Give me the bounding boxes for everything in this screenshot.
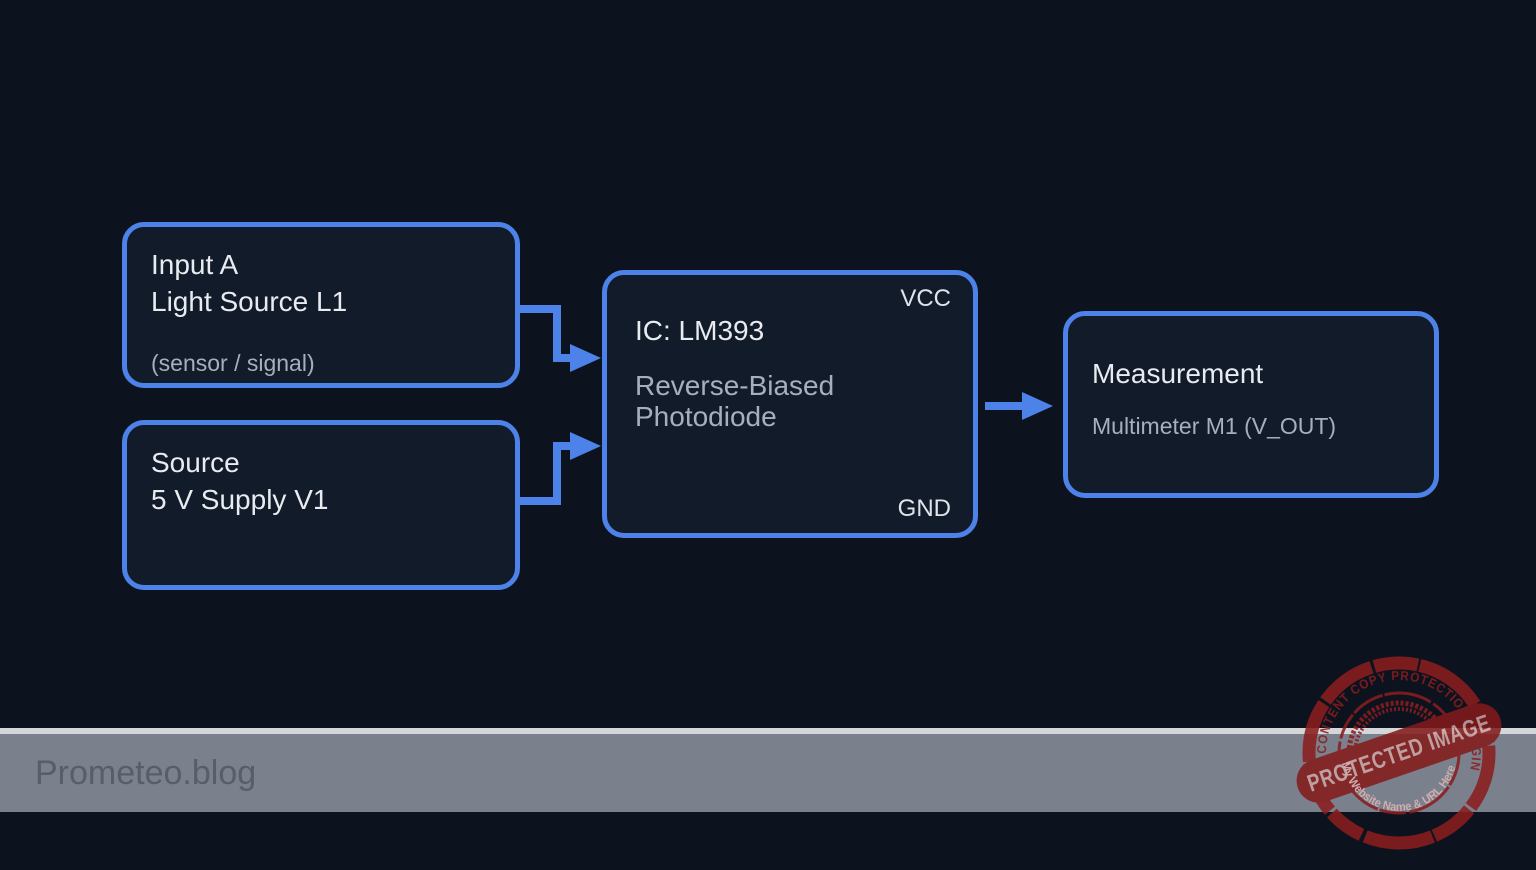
node-title-line: Light Source L1	[151, 286, 348, 317]
node-subtitle-line: Reverse-Biased	[635, 370, 835, 401]
footer-brand-text: Prometeo.blog	[35, 754, 257, 792]
node-ic-lm393: VCC IC: LM393 Reverse-Biased Photodiode …	[602, 270, 978, 538]
connector-ic-to-measurement	[985, 392, 1053, 420]
node-input-a: Input A Light Source L1 (sensor / signal…	[122, 222, 520, 388]
protected-image-stamp: WP CONTENT COPY PROTECTION PLUGIN PROTEC…	[1296, 656, 1502, 850]
node-subtitle-line: Photodiode	[635, 401, 777, 432]
footer-highlight-strip	[0, 728, 1536, 734]
connector-source-to-ic	[520, 432, 601, 505]
node-title: IC: LM393	[635, 315, 765, 346]
node-title-line: 5 V Supply V1	[151, 484, 329, 515]
node-subtitle: Reverse-Biased Photodiode	[635, 370, 834, 432]
stamp-texture-arc	[1346, 700, 1452, 754]
pin-vcc-label: VCC	[900, 285, 951, 312]
arrowhead-icon	[570, 432, 601, 460]
connector-input-to-ic	[520, 305, 601, 372]
node-measurement: Measurement Multimeter M1 (V_OUT)	[1063, 311, 1439, 498]
arrowhead-icon	[1022, 392, 1053, 420]
stamp-texture-arc	[1353, 707, 1445, 754]
node-source: Source 5 V Supply V1	[122, 420, 520, 590]
node-subtitle: (sensor / signal)	[151, 350, 315, 376]
node-title: Measurement	[1092, 358, 1264, 389]
footer-bar: Prometeo.blog	[0, 734, 1536, 812]
node-subtitle: Multimeter M1 (V_OUT)	[1092, 413, 1337, 439]
stamp-outer-ring	[1302, 656, 1496, 850]
pin-gnd-label: GND	[897, 495, 951, 522]
node-title-line: Source	[151, 447, 240, 478]
arrowhead-icon	[570, 344, 601, 372]
node-title-line: Input A	[151, 249, 239, 280]
